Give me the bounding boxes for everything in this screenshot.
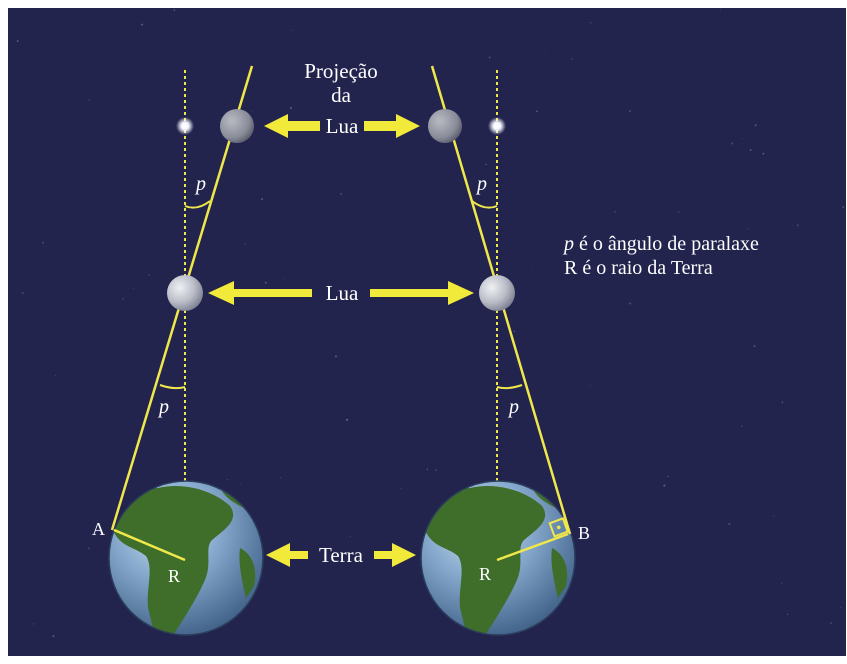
parallax-label: p (475, 173, 487, 195)
parallax-label: p (194, 173, 206, 195)
earth-label: Terra (319, 543, 364, 567)
star-icon (176, 117, 194, 135)
moon-icon (167, 275, 203, 311)
legend: p é o ângulo de paralaxe R é o raio da T… (564, 232, 759, 280)
point-a-label: A (92, 519, 105, 539)
parallax-diagram: Projeção da Lua Lua Terra A B R R p p p … (92, 59, 590, 636)
moon-projection-label-line3: Lua (326, 114, 359, 138)
double-arrow-icon (266, 543, 416, 567)
double-arrow-icon (208, 281, 474, 305)
right-angle-icon (548, 517, 569, 538)
diagram-background: Projeção da Lua Lua Terra A B R R p p p … (8, 8, 846, 656)
parallax-label: p (157, 396, 169, 418)
earth-icon (420, 480, 576, 636)
parallax-arc (471, 200, 498, 209)
legend-parallax-text: é o ângulo de paralaxe (574, 233, 759, 255)
star-icon (488, 117, 506, 135)
moon-label: Lua (326, 281, 359, 305)
radius-label-left: R (168, 566, 180, 586)
moon-projection-label-line1: Projeção (304, 59, 377, 83)
parallax-arc (159, 384, 186, 390)
parallax-arc (184, 200, 211, 209)
parallax-arc (496, 384, 523, 390)
radius-label-right: R (479, 564, 491, 584)
radius-line-right (496, 532, 569, 562)
double-arrow-icon (264, 114, 420, 138)
earth-icon (108, 480, 264, 636)
legend-line-radius: R é o raio da Terra (564, 257, 713, 279)
legend-parallax-symbol: p (564, 233, 574, 255)
radius-line-left (113, 528, 186, 562)
moon-projection-icon (220, 109, 254, 143)
moon-icon (479, 275, 515, 311)
moon-projection-label-line2: da (331, 83, 352, 107)
legend-line-parallax: p é o ângulo de paralaxe (564, 232, 759, 256)
point-b-label: B (578, 523, 590, 543)
parallax-label: p (507, 396, 519, 418)
moon-projection-icon (428, 109, 462, 143)
